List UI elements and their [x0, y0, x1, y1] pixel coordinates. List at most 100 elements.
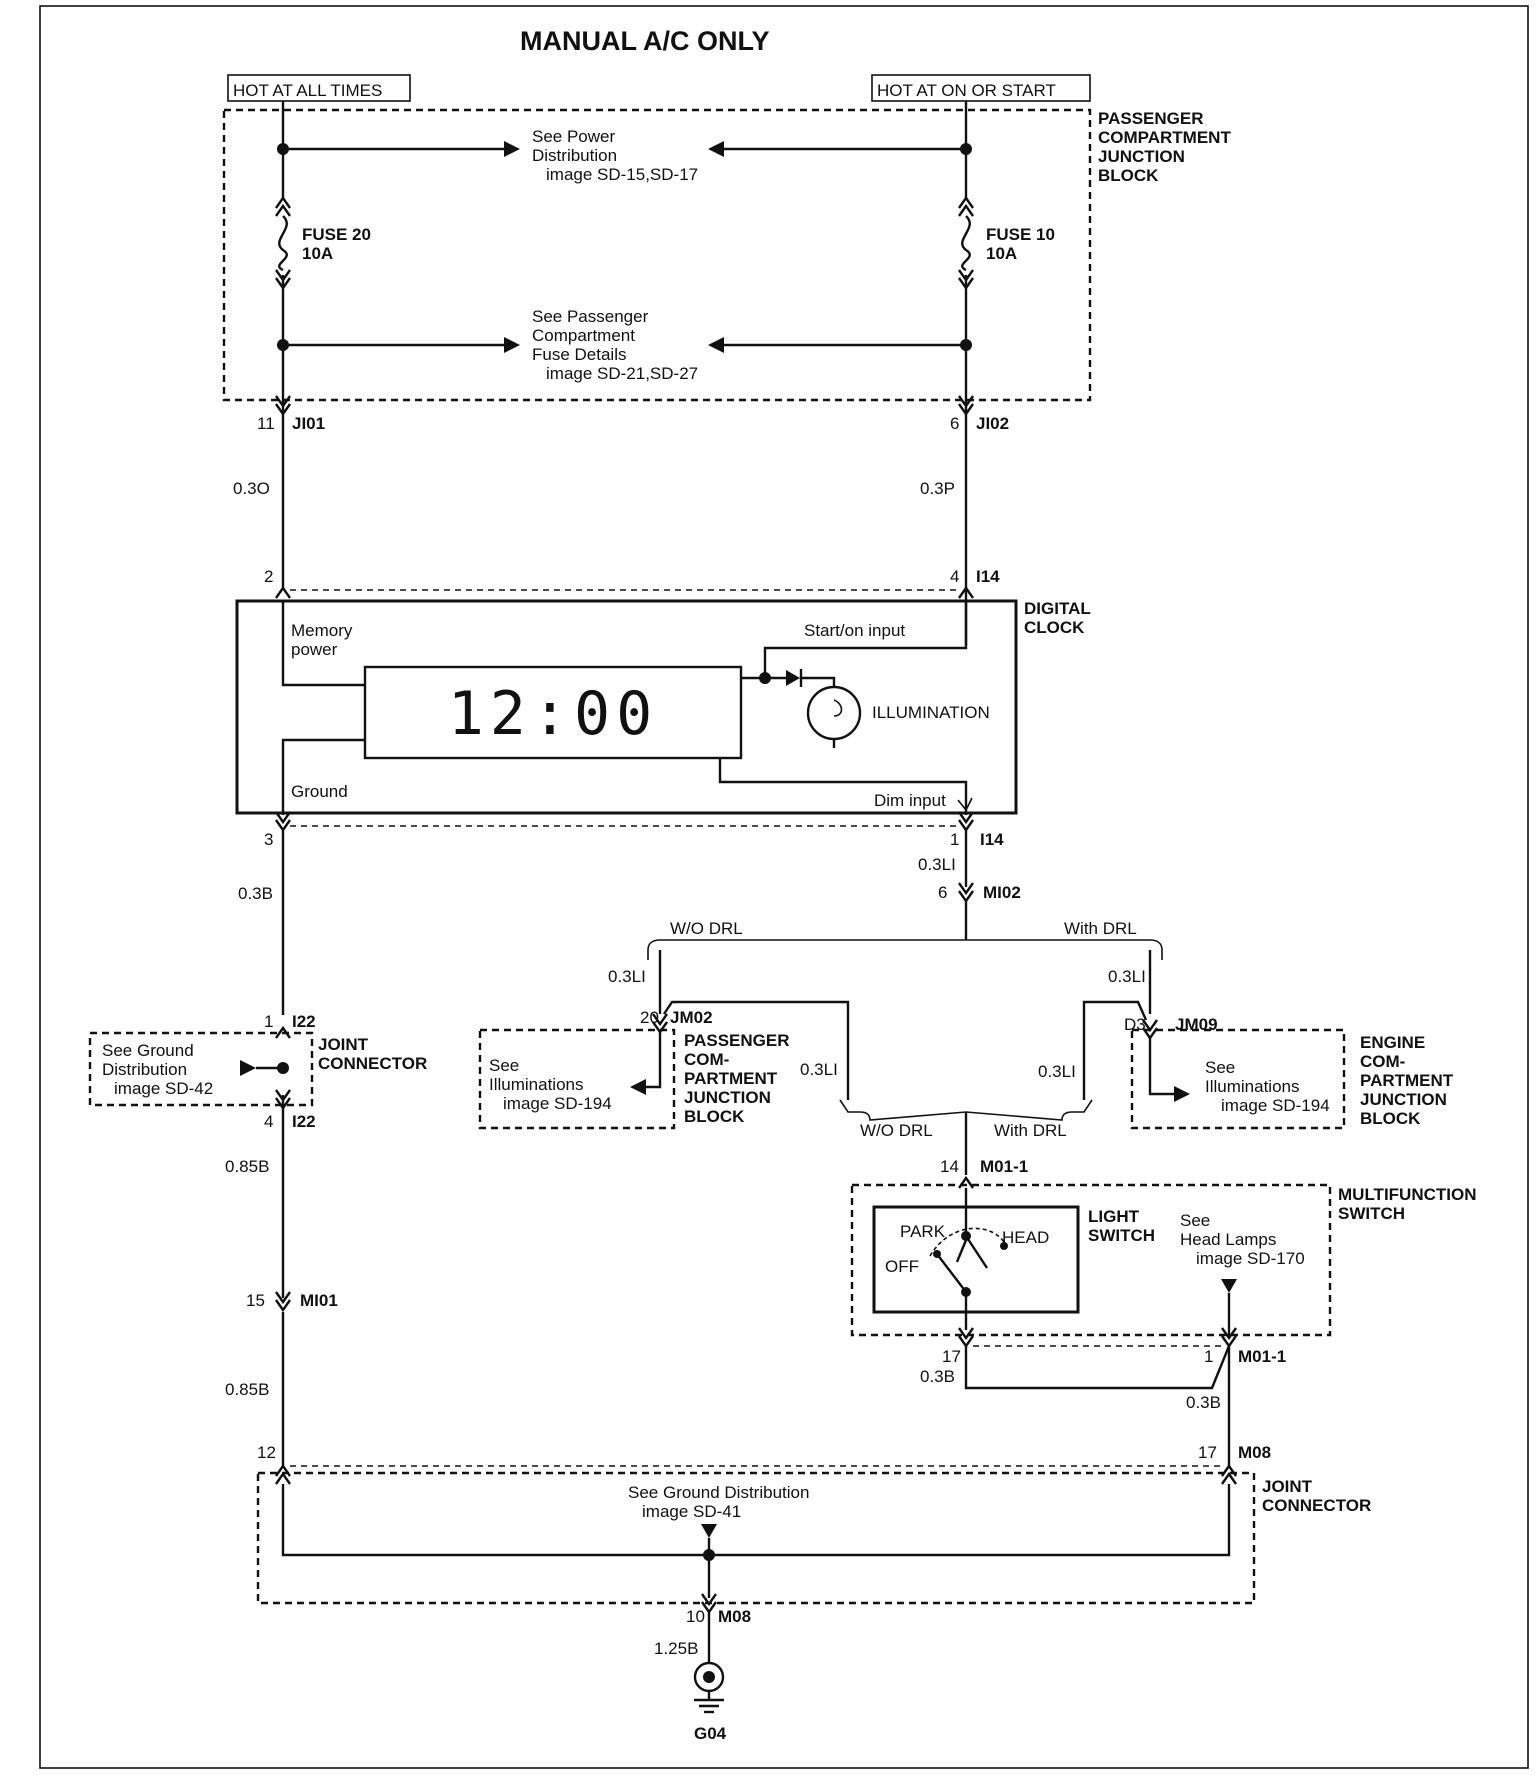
svg-text:Head Lamps: Head Lamps — [1180, 1230, 1276, 1249]
connector-mi01: MI01 — [300, 1291, 338, 1310]
svg-text:ENGINE: ENGINE — [1360, 1033, 1425, 1052]
svg-text:image SD-15,SD-17: image SD-15,SD-17 — [546, 165, 698, 184]
svg-text:10A: 10A — [986, 244, 1017, 263]
arrow-left-icon — [708, 141, 724, 157]
jm02-see-box — [478, 1028, 676, 1130]
connector-j101: JI01 — [292, 414, 325, 433]
connector-mi02: MI02 — [983, 883, 1021, 902]
connector-jm02: JM02 — [670, 1008, 713, 1027]
connector-m08-bottom: M08 — [718, 1607, 751, 1626]
arrow-left-icon — [708, 337, 724, 353]
svg-text:See Power: See Power — [532, 127, 615, 146]
wire-size: 0.3B — [1186, 1393, 1221, 1412]
wire-size: 0.3LI — [918, 855, 956, 874]
with-drl-label-top: With DRL — [1064, 919, 1137, 938]
pin-number: 17 — [1198, 1443, 1217, 1462]
pin-number: 1 — [950, 830, 959, 849]
svg-text:LIGHT: LIGHT — [1088, 1207, 1140, 1226]
jm09-see-box — [1130, 1028, 1346, 1130]
wire-size: 0.3B — [920, 1367, 955, 1386]
svg-text:See Ground Distribution: See Ground Distribution — [628, 1483, 809, 1502]
pin-number: 4 — [950, 567, 959, 586]
arrow-left-icon — [630, 1079, 646, 1095]
page-frame — [39, 5, 1529, 1769]
fuse-20-icon — [275, 195, 291, 291]
connector-m011-top: M01-1 — [980, 1157, 1028, 1176]
arrow-right-icon — [504, 141, 520, 157]
off-label: OFF — [885, 1257, 919, 1276]
svg-text:10A: 10A — [302, 244, 333, 263]
jm02-see-illuminations: See Illuminations image SD-194 — [489, 1056, 612, 1113]
connector-icon — [958, 395, 974, 417]
wire-size: 0.85B — [225, 1380, 269, 1399]
wo-drl-label-top: W/O DRL — [670, 919, 743, 938]
splice-dot — [277, 1062, 289, 1074]
see-power-distribution: See Power Distribution image SD-15,SD-17 — [532, 127, 698, 184]
svg-text:See: See — [489, 1056, 519, 1075]
dim-input-label: Dim input — [874, 791, 946, 810]
svg-text:Illuminations: Illuminations — [1205, 1077, 1300, 1096]
pin-number: 12 — [257, 1443, 276, 1462]
svg-text:Fuse Details: Fuse Details — [532, 345, 626, 364]
fuse-10-icon — [958, 195, 974, 291]
svg-text:MULTIFUNCTION: MULTIFUNCTION — [1338, 1185, 1477, 1204]
svg-text:COMPARTMENT: COMPARTMENT — [1098, 128, 1231, 147]
clock-display — [363, 665, 743, 760]
pin-number: 1 — [264, 1012, 273, 1031]
svg-text:Illuminations: Illuminations — [489, 1075, 584, 1094]
svg-text:PARTMENT: PARTMENT — [1360, 1071, 1454, 1090]
pin-number: 6 — [938, 883, 947, 902]
arrow-down-icon — [701, 1524, 717, 1538]
connector-icon — [275, 1463, 291, 1485]
connector-icon — [958, 1327, 974, 1349]
digital-clock-box — [235, 599, 1018, 815]
svg-text:image SD-42: image SD-42 — [114, 1079, 213, 1098]
with-drl-label-bottom: With DRL — [994, 1121, 1067, 1140]
pin-number: 17 — [942, 1347, 961, 1366]
svg-text:See: See — [1180, 1211, 1210, 1230]
connector-i14-bottom: I14 — [980, 830, 1004, 849]
pcjb-label: PASSENGER COMPARTMENT JUNCTION BLOCK — [1098, 109, 1231, 185]
pin-number: 14 — [940, 1157, 959, 1176]
pin-number: 11 — [257, 414, 275, 433]
fuse-20-label: FUSE 20 10A — [302, 225, 371, 263]
see-fuse-details: See Passenger Compartment Fuse Details i… — [532, 307, 698, 383]
wire-size: 0.3LI — [1108, 967, 1146, 986]
svg-text:HOT AT ON OR START: HOT AT ON OR START — [877, 81, 1056, 100]
jm02-block-label: PASSENGER COM- PARTMENT JUNCTION BLOCK — [684, 1031, 790, 1126]
jm09-block-label: ENGINE COM- PARTMENT JUNCTION BLOCK — [1360, 1033, 1454, 1128]
svg-text:BLOCK: BLOCK — [1360, 1109, 1421, 1128]
connector-m08-top: M08 — [1238, 1443, 1271, 1462]
wo-drl-label-bottom: W/O DRL — [860, 1121, 933, 1140]
ground-label: Ground — [291, 782, 348, 801]
svg-text:BLOCK: BLOCK — [684, 1107, 745, 1126]
svg-text:COM-: COM- — [684, 1050, 729, 1069]
svg-text:JUNCTION: JUNCTION — [684, 1088, 771, 1107]
connector-m011-bottom: M01-1 — [1238, 1347, 1286, 1366]
svg-text:CONNECTOR: CONNECTOR — [1262, 1496, 1371, 1515]
hot-at-on-or-start-label: HOT AT ON OR START — [871, 74, 1091, 102]
wire-size: 0.3LI — [608, 967, 646, 986]
joint-i22-label: JOINT CONNECTOR — [318, 1035, 427, 1073]
svg-text:JOINT: JOINT — [318, 1035, 369, 1054]
pin-number: 3 — [264, 830, 273, 849]
connector-j102: JI02 — [976, 414, 1009, 433]
see-head-lamps: See Head Lamps image SD-170 — [1180, 1211, 1305, 1268]
clock-display-digits: 12:00 — [448, 679, 659, 749]
multifunction-switch-label: MULTIFUNCTION SWITCH — [1338, 1185, 1477, 1223]
light-switch-label: LIGHT SWITCH — [1088, 1207, 1155, 1245]
pin-number: 15 — [246, 1291, 265, 1310]
svg-text:image SD-41: image SD-41 — [642, 1502, 741, 1521]
svg-text:HOT AT ALL TIMES: HOT AT ALL TIMES — [233, 81, 382, 100]
svg-text:DIGITAL: DIGITAL — [1024, 599, 1091, 618]
memory-power-label: Memory power — [291, 621, 353, 659]
drl-option-bracket — [647, 939, 1163, 960]
svg-text:SWITCH: SWITCH — [1088, 1226, 1155, 1245]
pcjb-box — [222, 108, 1092, 402]
svg-text:JUNCTION: JUNCTION — [1360, 1090, 1447, 1109]
pin-number: D3 — [1124, 1015, 1146, 1034]
svg-text:Distribution: Distribution — [532, 146, 617, 165]
see-ground-distribution-sd42: See Ground Distribution image SD-42 — [102, 1041, 213, 1098]
connector-icon — [275, 395, 291, 417]
